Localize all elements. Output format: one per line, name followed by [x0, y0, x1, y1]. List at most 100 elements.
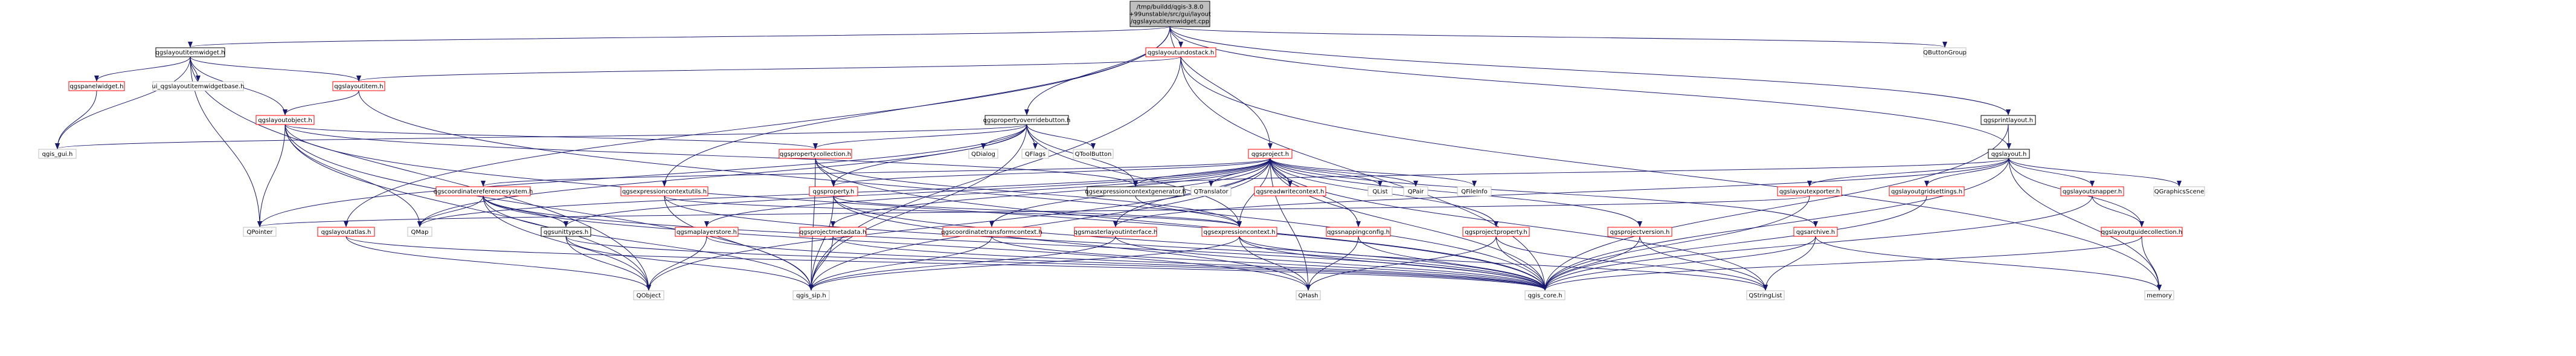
- node-qgsprojectproperty-h[interactable]: qgsprojectproperty.h: [1462, 227, 1530, 237]
- node-label: qgsarchive.h: [1796, 229, 1835, 236]
- node-box: [541, 227, 591, 237]
- node-qgslayoutgridsettings-h[interactable]: qgslayoutgridsettings.h: [1889, 186, 1965, 196]
- node-qgsprojectversion-h[interactable]: qgsprojectversion.h: [1607, 227, 1672, 237]
- node-qgis-core-h: qgis_core.h: [1524, 290, 1566, 300]
- node-box: [1296, 290, 1321, 300]
- edges: [55, 26, 2182, 291]
- node-qgsexpressioncontext-h[interactable]: qgsexpressioncontext.h: [1201, 227, 1277, 237]
- node-qgsproject-h[interactable]: qgsproject.h: [1248, 149, 1293, 159]
- node-qgsmaplayerstore-h[interactable]: qgsmaplayerstore.h: [675, 227, 739, 237]
- node-qgis-sip-h: qgis_sip.h: [792, 290, 830, 300]
- edge-qgsmasterlayoutinterface-h-to-qgis-sip-h: [809, 236, 1116, 291]
- edge-qgsunittypes-h-to-qobject: [565, 236, 651, 291]
- node-qstringlist: QStringList: [1746, 290, 1785, 300]
- node-box: [243, 227, 277, 237]
- node-qgslayoutitem-h[interactable]: qgslayoutitem.h: [332, 81, 385, 91]
- node-label: qgsproject.h: [1251, 151, 1289, 158]
- edge-qgspropertyoverridebutton-h-to-qgspropertycollection-h: [813, 124, 1027, 149]
- node-qgslayoutobject-h[interactable]: qgslayoutobject.h: [255, 115, 315, 125]
- node-qgssnappingconfig-h[interactable]: qgssnappingconfig.h: [1326, 227, 1391, 237]
- node-label: qgsreadwritecontext.h: [1256, 189, 1325, 195]
- node-qgsreadwritecontext-h[interactable]: qgsreadwritecontext.h: [1254, 186, 1326, 196]
- edge-qgslayoutobject-h-to-qgis-core-h: [284, 124, 1547, 291]
- node-box: [1980, 115, 2036, 125]
- node-qobject: QObject: [633, 290, 664, 300]
- edge-qgsunittypes-h-to-qgis-sip-h: [565, 236, 814, 291]
- node-box: [407, 227, 432, 237]
- node-box: [317, 227, 375, 237]
- node-box: [1462, 227, 1530, 237]
- node-qgslayoutundostack-h[interactable]: qgslayoutundostack.h: [1145, 47, 1216, 57]
- node-label: qgspropertycollection.h: [780, 151, 851, 158]
- node-qgsunittypes-h[interactable]: qgsunittypes.h: [541, 227, 591, 237]
- node-qgsexpressioncontextutils-h[interactable]: qgsexpressioncontextutils.h: [620, 186, 708, 196]
- edge-qgspropertycollection-h-to-qgis-core-h: [815, 158, 1547, 291]
- edge-qgsproject-h-to-qstringlist: [1270, 158, 1768, 291]
- node-box: [1793, 227, 1838, 237]
- node-box: [1145, 47, 1216, 57]
- node-box: [1923, 47, 1967, 57]
- node-label: QPair: [1408, 189, 1424, 195]
- node-qgslayout-h[interactable]: qgslayout.h: [1988, 149, 2030, 159]
- node-qtoolbutton: QToolButton: [1073, 149, 1114, 159]
- node-qgslayoutatlas-h[interactable]: qgslayoutatlas.h: [317, 227, 375, 237]
- edge-qgsprintlayout-h-to-qgslayout-h: [2006, 124, 2011, 149]
- node-box: [2153, 186, 2205, 196]
- node-label: QObject: [637, 293, 661, 299]
- node-qgslayoutexporter-h[interactable]: qgslayoutexporter.h: [1777, 186, 1842, 196]
- node-box: [1073, 149, 1114, 159]
- node-qgslayoutsnapper-h[interactable]: qgslayoutsnapper.h: [2060, 186, 2124, 196]
- node-box: [2144, 290, 2174, 300]
- edge-qgslayout-h-to-qgsmasterlayoutinterface-h: [1113, 158, 2009, 227]
- edge-qgslayoutitemwidget-h-to-qobject: [190, 56, 651, 291]
- node-qgsproperty-h[interactable]: qgsproperty.h: [809, 186, 858, 196]
- node-box: [1457, 186, 1492, 196]
- node-qgscoordinatetransformcontext-h[interactable]: qgscoordinatetransformcontext.h: [941, 227, 1042, 237]
- node-box: [1248, 149, 1293, 159]
- node-qgslayoutguidecollection-h[interactable]: qgslayoutguidecollection.h: [2101, 227, 2183, 237]
- node-label: qgspanelwidget.h: [70, 83, 124, 90]
- edge-qgslayoutundostack-h-to-qgis-sip-h: [809, 56, 1181, 291]
- node-qgsexpressioncontextgenerator-h[interactable]: qgsexpressioncontextgenerator.h: [1085, 186, 1186, 196]
- node-label: qgssnappingconfig.h: [1327, 229, 1390, 236]
- edge-qgsproject-h-to-qgsproperty-h: [831, 158, 1271, 187]
- node-qflags: QFlags: [1021, 149, 1049, 159]
- node-label: qgsmasterlayoutinterface.h: [1074, 229, 1158, 236]
- node-label: QGraphicsScene: [2154, 189, 2205, 195]
- node-qgsprojectmetadata-h[interactable]: qgsprojectmetadata.h: [799, 227, 867, 237]
- node-box: [1988, 149, 2030, 159]
- edge-qgsmasterlayoutinterface-h-to-qgis-core-h: [1115, 236, 1547, 291]
- edge-qgsexpressioncontextutils-h-to-qgis-core-h: [664, 195, 1547, 291]
- edge-qgslayoutitemwidget-h-to-qgslayoutitem-h: [190, 56, 361, 82]
- edge-qgspropertyoverridebutton-h-to-qtoolbutton: [1026, 124, 1096, 149]
- edge-qgslayout-h-to-qgis-core-h: [1543, 158, 2009, 291]
- edge-qgslayoutatlas-h-to-qobject: [345, 236, 651, 291]
- edge-qgsproject-h-to-qfileinfo: [1270, 158, 1477, 187]
- node-qgsarchive-h[interactable]: qgsarchive.h: [1793, 227, 1838, 237]
- node-qbuttongroup: QButtonGroup: [1923, 47, 1967, 57]
- node-qgsmasterlayoutinterface-h[interactable]: qgsmasterlayoutinterface.h: [1074, 227, 1158, 237]
- node-qgraphicsscene: QGraphicsScene: [2153, 186, 2205, 196]
- node-qgslayoutitemwidget-h[interactable]: qgslayoutitemwidget.h: [155, 47, 225, 57]
- node-label: qgsexpressioncontextutils.h: [622, 189, 707, 195]
- edge-qgslayoutobject-h-to-qgsexpressioncontextgenerator-h: [284, 124, 1138, 187]
- node-qgspropertycollection-h[interactable]: qgspropertycollection.h: [779, 149, 852, 159]
- node-box: [968, 149, 998, 159]
- edge-qgslayoutsnapper-h-to-qgslayoutguidecollection-h: [2092, 195, 2144, 227]
- edge-qgsproject-h-to-qgsprojectversion-h: [1270, 158, 1642, 227]
- node-qmap: QMap: [407, 227, 432, 237]
- edge-qgsprojectmetadata-h-to-qgis-core-h: [832, 236, 1547, 291]
- edge-qgslayout-h-to-qgraphicsscene: [2008, 158, 2182, 187]
- edge-root-to-qbuttongroup: [1169, 26, 1947, 48]
- node-qgscoordinatereferencesystem-h[interactable]: qgscoordinatereferencesystem.h: [434, 186, 533, 196]
- edge-qgscoordinatereferencesystem-h-to-qmap: [417, 195, 484, 227]
- edge-qgscoordinatereferencesystem-h-to-qobject: [483, 195, 651, 291]
- node-box: [1367, 186, 1393, 196]
- edge-qgsexpressioncontextgenerator-h-to-qgsexpressioncontext-h: [1135, 195, 1242, 227]
- node-qgsprintlayout-h[interactable]: qgsprintlayout.h: [1980, 115, 2036, 125]
- node-box: [633, 290, 664, 300]
- node-qgspanelwidget-h[interactable]: qgspanelwidget.h: [68, 81, 125, 91]
- node-box: [435, 186, 531, 196]
- node-qgspropertyoverridebutton-h[interactable]: qgspropertyoverridebutton.h: [983, 115, 1071, 125]
- node-root[interactable]: /tmp/buildd/qgis-3.8.0+99unstable/src/gu…: [1129, 1, 1211, 27]
